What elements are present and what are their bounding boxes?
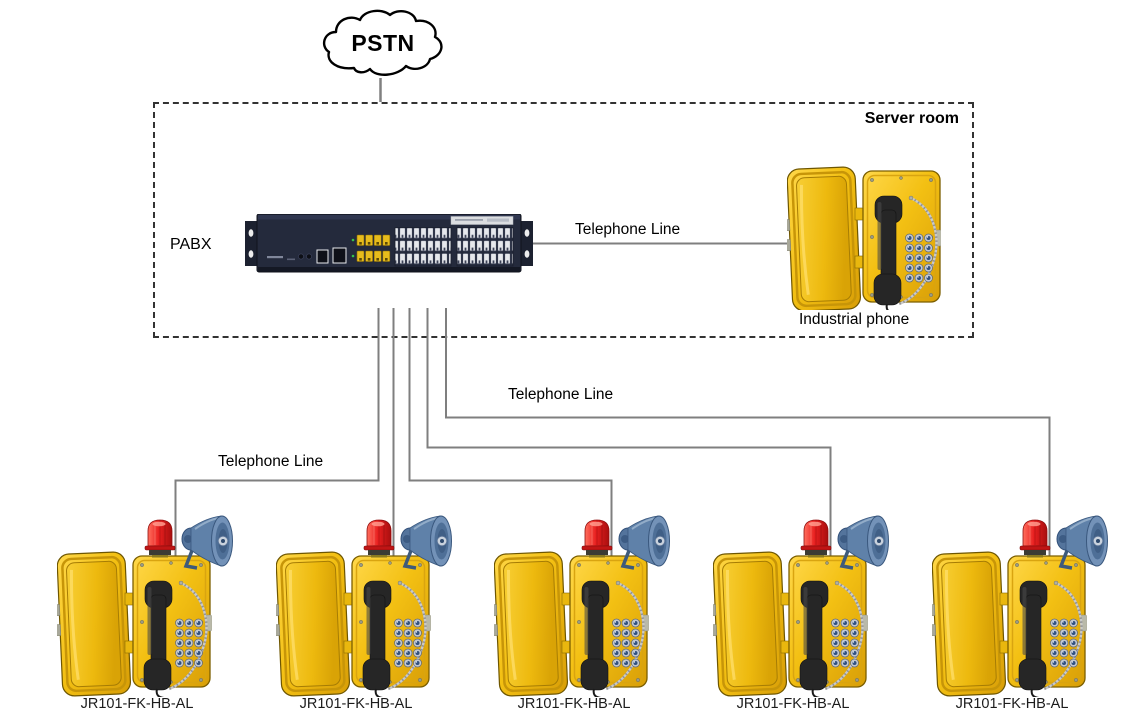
server-room-title: Server room <box>864 110 959 127</box>
pstn-cloud-icon <box>322 9 443 76</box>
telephone-line-label-right: Telephone Line <box>508 386 614 403</box>
pabx-device-image <box>245 214 533 274</box>
phone-model-label-5: JR101-FK-HB-AL <box>955 696 1069 712</box>
telephone-line-label-left: Telephone Line <box>218 453 324 470</box>
telephone-line-label-server: Telephone Line <box>575 221 681 238</box>
outdoor-phone-image-4 <box>713 515 889 697</box>
phone-model-label-4: JR101-FK-HB-AL <box>736 696 850 712</box>
line-to-phone-3 <box>408 308 613 557</box>
industrial-phone-label: Industrial phone <box>799 311 910 328</box>
line-to-phone-4 <box>426 308 832 557</box>
outdoor-phone-image-1 <box>57 515 233 697</box>
pstn-label: PSTN <box>351 30 415 56</box>
server-room-box: Server room <box>153 102 974 338</box>
line-to-phone-1 <box>174 308 380 557</box>
phone-model-label-1: JR101-FK-HB-AL <box>80 696 194 712</box>
industrial-phone-image <box>787 152 941 310</box>
outdoor-phone-image-2 <box>276 515 452 697</box>
line-to-phone-5 <box>445 308 1051 557</box>
phone-model-label-2: JR101-FK-HB-AL <box>299 696 413 712</box>
phone-model-label-3: JR101-FK-HB-AL <box>517 696 631 712</box>
outdoor-phone-image-5 <box>932 515 1108 697</box>
pabx-label: PABX <box>170 236 212 253</box>
outdoor-phone-image-3 <box>494 515 670 697</box>
